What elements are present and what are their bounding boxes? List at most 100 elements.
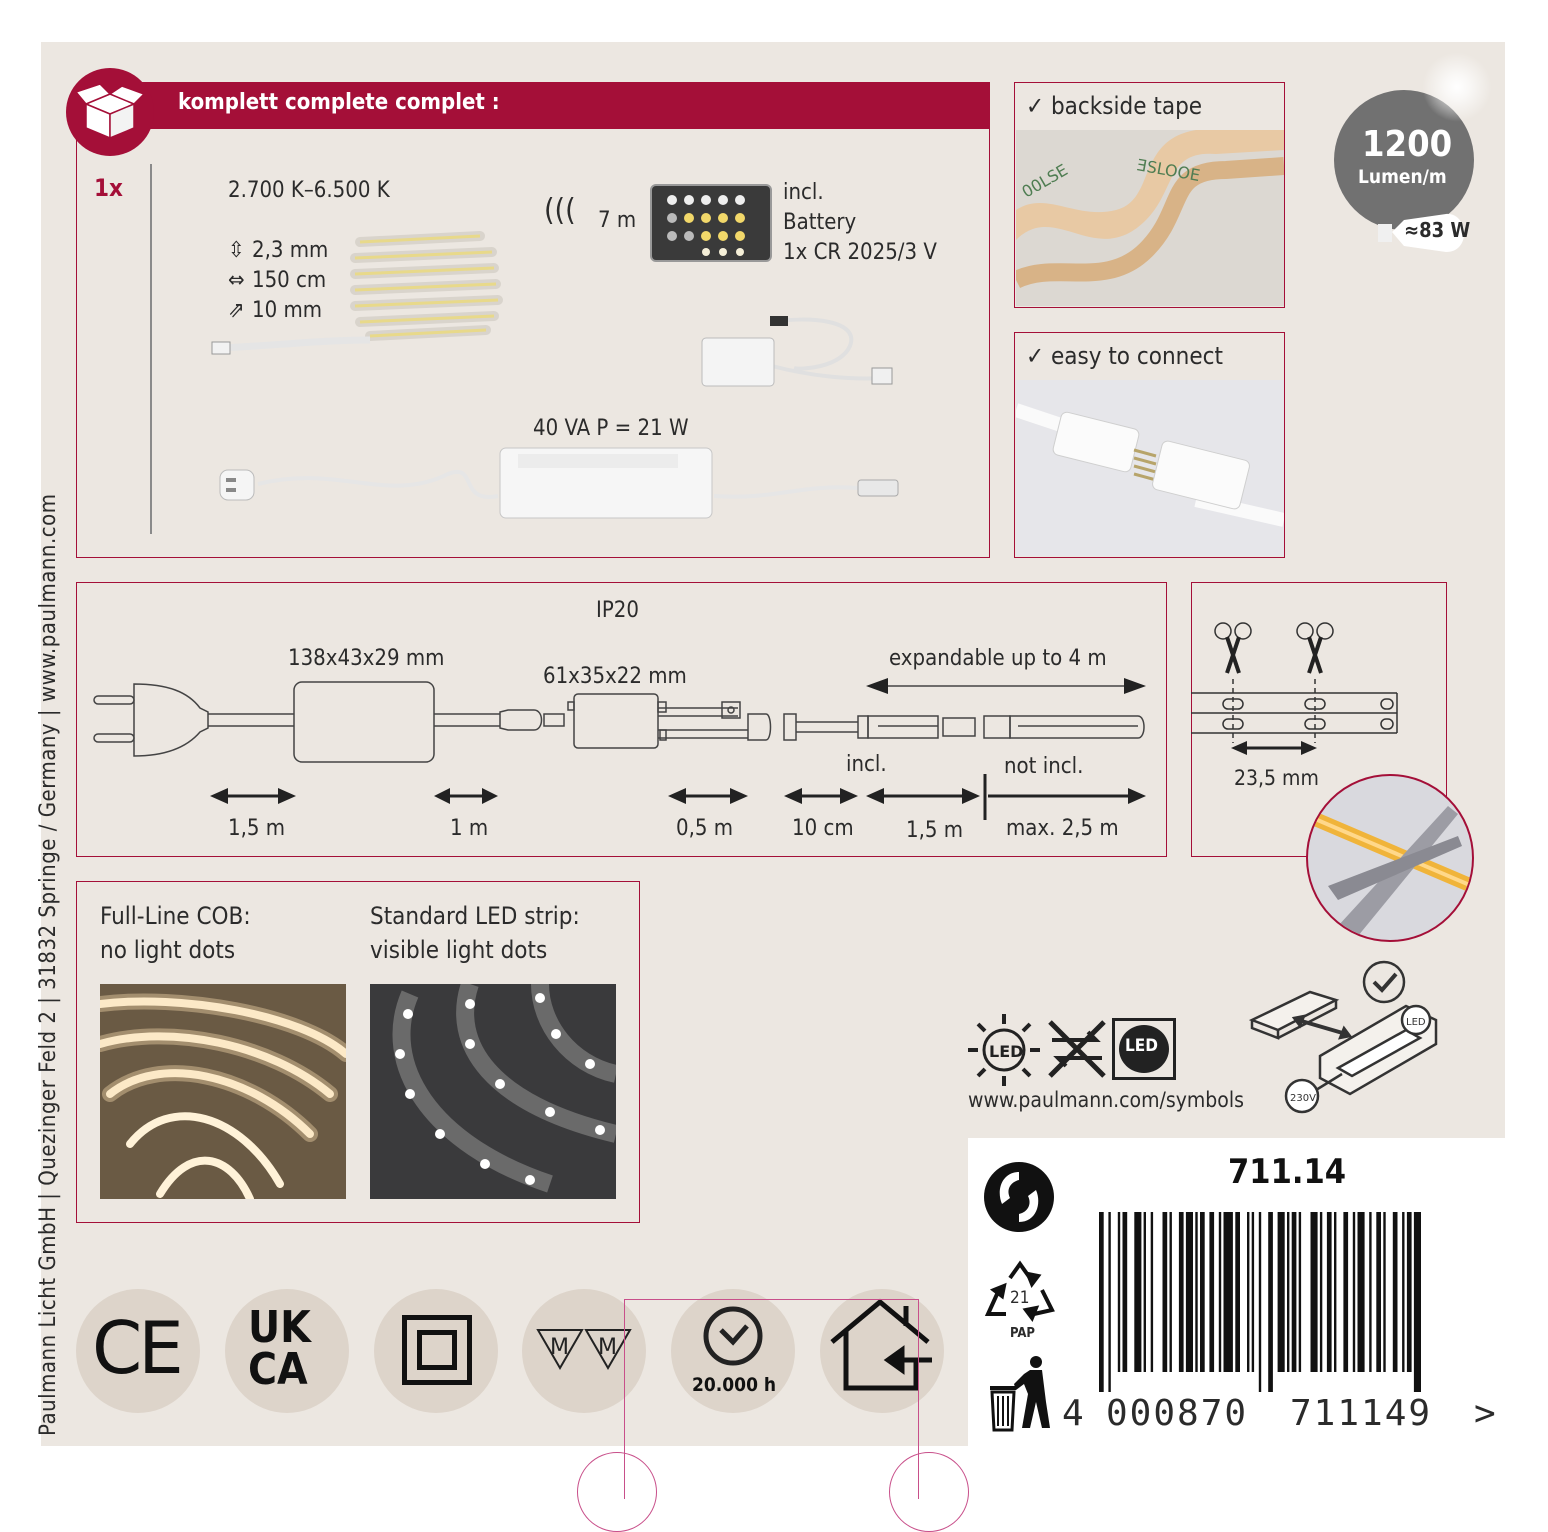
ip-rating: IP20 bbox=[596, 598, 639, 623]
cob-title-1: Full-Line COB: bbox=[100, 902, 251, 930]
indoor-circle bbox=[820, 1289, 944, 1413]
wireless-signal-icon: ((( bbox=[544, 193, 576, 228]
dist-strip-incl: 1,5 m bbox=[906, 818, 964, 843]
barcode-bar bbox=[1247, 1212, 1250, 1372]
double-insulation-icon bbox=[402, 1315, 472, 1385]
remote-control-image bbox=[650, 184, 772, 262]
barcode-bar bbox=[1376, 1212, 1381, 1372]
diecut-hole-left bbox=[577, 1452, 657, 1532]
feature-easy-connect-label: ✓ easy to connect bbox=[1026, 342, 1223, 370]
barcode-right-digits: 711149 bbox=[1290, 1393, 1433, 1434]
scissors-icon bbox=[1214, 622, 1252, 674]
barcode-bar bbox=[1143, 1212, 1146, 1372]
lifetime-hours: 20.000 h bbox=[692, 1374, 777, 1396]
divider-line bbox=[150, 164, 152, 534]
diecut-hole-right bbox=[889, 1452, 969, 1532]
barcode-bar bbox=[1402, 1212, 1405, 1372]
barcode-bar bbox=[1383, 1212, 1386, 1372]
dist-connector: 10 cm bbox=[792, 816, 854, 841]
svg-text:M: M bbox=[598, 1335, 617, 1360]
barcode-bar bbox=[1195, 1212, 1198, 1372]
barcode-bar bbox=[1357, 1212, 1365, 1372]
dist-driver-controller: 1 m bbox=[450, 816, 489, 841]
barcode-bar bbox=[1310, 1212, 1318, 1372]
barcode-bar bbox=[1209, 1212, 1215, 1372]
barcode-image bbox=[1095, 1212, 1473, 1392]
barcode-first-digit: 4 bbox=[1062, 1393, 1086, 1434]
remote-incl-1: incl. bbox=[783, 180, 824, 205]
barcode-bar bbox=[1369, 1212, 1372, 1372]
barcode-bar bbox=[1134, 1212, 1142, 1372]
no-dimmer-icon bbox=[1046, 1018, 1108, 1080]
barcode-bar bbox=[1268, 1212, 1273, 1392]
barcode-bar bbox=[1319, 1212, 1323, 1372]
ukca-line-2: CA bbox=[248, 1344, 308, 1395]
ukca-mark-circle bbox=[225, 1289, 349, 1413]
svg-text:230V: 230V bbox=[1290, 1093, 1316, 1104]
std-title-2: visible light dots bbox=[370, 936, 548, 964]
lumen-value: 1200 bbox=[1362, 124, 1453, 165]
dist-controller-cable: 0,5 m bbox=[676, 816, 734, 841]
barcode-bar bbox=[1334, 1212, 1337, 1372]
kit-header-title: komplett complete complet : bbox=[178, 90, 500, 115]
cob-strip-photo bbox=[100, 984, 346, 1199]
waste-bin-icon bbox=[986, 1354, 1052, 1432]
quantity-label: 1x bbox=[94, 174, 123, 202]
kit-header-bar bbox=[110, 82, 990, 128]
barcode-bar bbox=[1235, 1212, 1240, 1372]
width-spec: ⇗10 mm bbox=[228, 298, 323, 323]
comparison-box bbox=[76, 881, 640, 1223]
barcode-bar bbox=[1251, 1212, 1255, 1372]
barcode-bar bbox=[1200, 1212, 1205, 1372]
feature-easy-connect bbox=[1014, 332, 1285, 558]
remote-incl-3: 1x CR 2025/3 V bbox=[783, 240, 937, 265]
color-temperature: 2.700 K–6.500 K bbox=[228, 178, 390, 203]
feature-backside-tape-label: ✓ backside tape bbox=[1026, 92, 1203, 120]
cut-spacing: 23,5 mm bbox=[1234, 766, 1319, 790]
lumen-unit: Lumen/m bbox=[1358, 166, 1447, 188]
barcode-bar bbox=[1162, 1212, 1168, 1372]
led-sun-icon: LED bbox=[966, 1012, 1042, 1088]
barcode-bar bbox=[1122, 1212, 1128, 1372]
watt-value: ≈83 W bbox=[1404, 218, 1471, 242]
kit-contents-box bbox=[76, 128, 990, 558]
barcode-bar bbox=[1117, 1212, 1121, 1372]
sparkle-icon bbox=[1422, 52, 1492, 122]
width-icon: ⇗ bbox=[228, 298, 245, 323]
barcode-bar bbox=[1406, 1212, 1412, 1372]
company-address: Paulmann Licht GmbH | Quezinger Feld 2 |… bbox=[36, 493, 61, 1436]
barcode-bar bbox=[1277, 1212, 1285, 1372]
barcode-bar bbox=[1099, 1212, 1104, 1392]
barcode-bar bbox=[1291, 1212, 1297, 1372]
svg-text:LED: LED bbox=[1406, 1017, 1426, 1028]
article-number: 711.14 bbox=[1228, 1152, 1347, 1192]
barcode-bar bbox=[1352, 1212, 1356, 1372]
svg-text:M: M bbox=[550, 1335, 569, 1360]
length-icon: ⇔ bbox=[228, 268, 245, 293]
ukca-line-1: UK bbox=[248, 1302, 311, 1353]
driver-size: 138x43x29 mm bbox=[288, 646, 445, 671]
symbols-url: www.paulmann.com/symbols bbox=[968, 1088, 1244, 1112]
barcode-bar bbox=[1413, 1212, 1421, 1392]
height-icon: ⇳ bbox=[228, 238, 245, 263]
recycle-code: 21 bbox=[1010, 1288, 1030, 1308]
recycle-material: PAP bbox=[1010, 1326, 1035, 1341]
height-spec: ⇳2,3 mm bbox=[228, 238, 329, 263]
remote-incl-2: Battery bbox=[783, 210, 857, 235]
barcode-bar bbox=[1326, 1212, 1332, 1372]
barcode-bar bbox=[1150, 1212, 1154, 1372]
mm-mark-circle bbox=[522, 1289, 646, 1413]
bulb-icon bbox=[1376, 206, 1472, 256]
barcode-bar bbox=[1298, 1212, 1302, 1372]
recycle-icon: 21 bbox=[984, 1260, 1056, 1332]
barcode-bar bbox=[1223, 1212, 1233, 1372]
controller-size: 61x35x22 mm bbox=[543, 664, 687, 689]
power-rating: 40 VA P = 21 W bbox=[533, 416, 689, 441]
barcode-bar bbox=[1178, 1212, 1184, 1372]
indoor-use-icon bbox=[828, 1298, 938, 1394]
ce-mark-icon: CE bbox=[92, 1306, 184, 1390]
barcode-left-digits: 000870 bbox=[1106, 1393, 1249, 1434]
backside-tape-photo: 00LSE ƎSLOOE bbox=[1016, 130, 1284, 306]
barcode-bar bbox=[1287, 1212, 1290, 1372]
incl-label: incl. bbox=[846, 752, 887, 777]
